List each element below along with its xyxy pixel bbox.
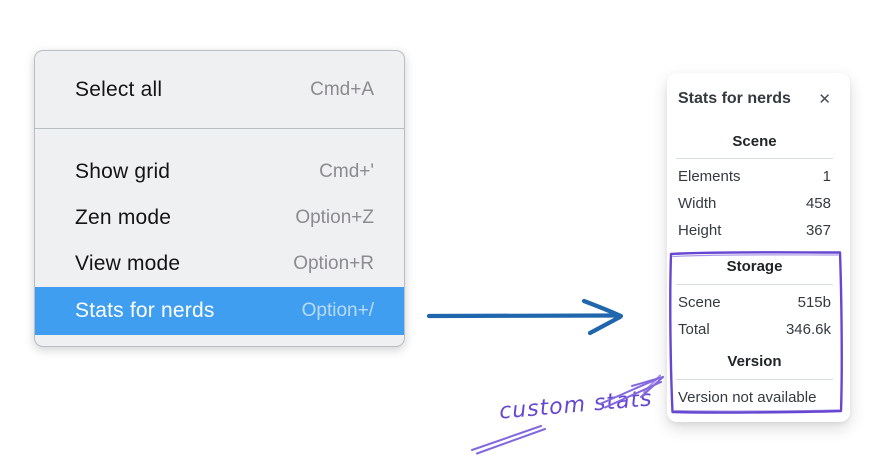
section-heading-storage: Storage [726,258,783,275]
stat-row-scene-size: Scene 515b [678,289,831,316]
stat-row-height: Height 367 [678,217,831,244]
menu-item-shortcut: Option+R [293,253,374,274]
stat-value: 1 [822,168,831,185]
menu-item-label: Stats for nerds [75,299,215,322]
version-note: Version not available [678,389,817,406]
scene-rows: Elements 1 Width 458 Height 367 [678,163,831,244]
stat-value: 367 [805,222,831,239]
section-heading-scene: Scene [732,133,777,150]
menu-item-zen-mode[interactable]: Zen mode Option+Z [35,195,404,241]
section-heading-version: Version [727,353,782,370]
stat-label: Height [678,222,722,239]
stat-label: Scene [678,294,721,311]
menu-item-shortcut: Option+Z [295,207,374,228]
section-divider [676,284,833,285]
menu-item-stats-for-nerds[interactable]: Stats for nerds Option+/ [35,287,404,335]
menu-item-select-all[interactable]: Select all Cmd+A [35,67,404,113]
menu-item-label: Select all [75,78,163,101]
stat-label: Elements [678,168,741,185]
close-icon[interactable]: ✕ [818,90,831,108]
stats-panel-title: Stats for nerds [678,90,791,107]
flow-arrow [426,298,624,336]
menu-item-label: Show grid [75,160,171,183]
menu-item-shortcut: Cmd+' [319,161,374,182]
menu-item-label: View mode [75,252,181,275]
storage-rows: Scene 515b Total 346.6k [678,289,831,343]
stats-panel: Stats for nerds ✕ Scene Elements 1 Width… [667,73,850,422]
stat-value: 346.6k [785,321,831,338]
menu-item-show-grid[interactable]: Show grid Cmd+' [35,149,404,195]
stat-row-elements: Elements 1 [678,163,831,190]
stat-label: Total [678,321,710,338]
stat-value: 515b [797,294,831,311]
context-menu: Select all Cmd+A Show grid Cmd+' Zen mod… [34,50,405,347]
menu-item-view-mode[interactable]: View mode Option+R [35,241,404,287]
menu-item-shortcut: Cmd+A [310,79,374,100]
stat-label: Width [678,195,717,212]
section-divider [676,158,833,159]
stat-row-total-size: Total 346.6k [678,316,831,343]
stat-row-width: Width 458 [678,190,831,217]
menu-divider [35,128,404,129]
menu-item-label: Zen mode [75,206,172,229]
stats-panel-header: Stats for nerds ✕ [678,87,831,111]
menu-item-shortcut: Option+/ [301,300,374,321]
annotation-custom-stats: custom stats [498,386,654,425]
stat-value: 458 [805,195,831,212]
section-divider [676,379,833,380]
